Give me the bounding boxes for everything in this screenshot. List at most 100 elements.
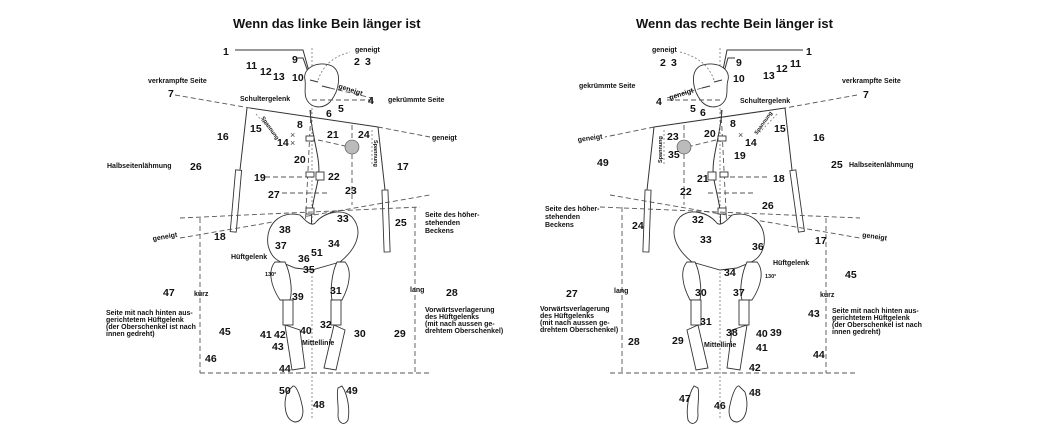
num-27: 27 xyxy=(566,288,578,300)
num-45: 45 xyxy=(845,269,857,281)
label-lang: lang xyxy=(614,288,628,295)
num-16: 16 xyxy=(813,132,825,144)
num-15: 15 xyxy=(250,123,262,135)
shoulder-dash-left xyxy=(174,94,251,109)
num-12: 12 xyxy=(776,63,788,75)
label-geneigt-head: geneigt xyxy=(652,47,678,54)
num-29: 29 xyxy=(672,335,684,347)
pointer-line-9 xyxy=(723,57,735,73)
numbers-left: 1 2 3 4 5 6 7 8 9 10 11 12 13 14 × × 15 … xyxy=(163,46,458,411)
num-15: 15 xyxy=(774,123,786,135)
label-back-3: (der Oberschenkel ist nach xyxy=(832,322,922,329)
num-26: 26 xyxy=(190,161,202,173)
label-geneigt-shoulder: geneigt xyxy=(577,133,603,143)
foot-left xyxy=(284,385,304,423)
x-marker: × xyxy=(290,138,295,148)
num-31: 31 xyxy=(700,316,712,328)
num-40: 40 xyxy=(300,325,312,337)
label-hoeher-2: stehenden xyxy=(425,220,460,227)
num-43: 43 xyxy=(272,341,284,353)
pelvis-tilt-line xyxy=(179,194,431,239)
num-39: 39 xyxy=(292,291,304,303)
num-43: 43 xyxy=(808,308,820,320)
label-fwd-2: des Hüftgelenks xyxy=(425,314,479,321)
pointer-line-9 xyxy=(296,57,309,73)
num-44: 44 xyxy=(279,363,291,375)
num-24: 24 xyxy=(358,129,370,141)
panel-title-left: Wenn das linke Bein länger ist xyxy=(233,16,421,31)
num-22: 22 xyxy=(680,186,692,198)
foot-right xyxy=(728,385,748,423)
label-back-4: innen gedreht) xyxy=(832,329,881,336)
label-fwd-1: Vorwärtsverlagerung xyxy=(425,307,495,314)
vertebra-1 xyxy=(717,135,727,142)
num-8: 8 xyxy=(730,118,736,130)
vertebra-2 xyxy=(305,171,315,178)
label-back-2: gerichtetem Hüftgelenk xyxy=(832,315,910,322)
num-32: 32 xyxy=(320,319,332,331)
eye-tilt-line xyxy=(666,87,703,99)
num-14: 14 xyxy=(277,137,289,149)
panel-right: Wenn das rechte Bein länger ist xyxy=(540,16,922,424)
num-47: 47 xyxy=(679,393,691,405)
label-gekruemmte-seite: gekrümmte Seite xyxy=(579,83,636,90)
label-geneigt-eye: geneigt xyxy=(337,83,363,98)
num-11: 11 xyxy=(246,60,257,72)
label-hueftgelenk: Hüftgelenk xyxy=(773,260,809,267)
label-halbseitenlaehmung: Halbseitenlähmung xyxy=(849,162,914,169)
num-23: 23 xyxy=(345,185,357,197)
knee-right xyxy=(738,299,750,326)
pelvis-level-line xyxy=(179,206,421,219)
weight-ball xyxy=(344,139,360,155)
pelvis xyxy=(673,211,765,271)
label-verkrampfte-seite: verkrampfte Seite xyxy=(148,78,207,85)
num-5: 5 xyxy=(690,103,696,115)
label-lang: lang xyxy=(410,287,424,294)
num-33: 33 xyxy=(337,213,349,225)
label-geneigt-head: geneigt xyxy=(355,47,381,54)
num-27: 27 xyxy=(268,189,280,201)
num-37: 37 xyxy=(275,240,287,252)
num-20: 20 xyxy=(294,154,306,166)
vertebra-3 xyxy=(707,171,717,181)
label-fwd-3: (mit nach aussen ge- xyxy=(540,320,610,327)
label-back-3: (der Oberschenkel ist nach xyxy=(106,324,196,331)
num-41: 41 xyxy=(756,342,768,354)
x-marker: × xyxy=(738,130,743,140)
label-fwd-2: des Hüftgelenks xyxy=(540,313,594,320)
pointer-line-1 xyxy=(721,49,803,76)
num-25: 25 xyxy=(831,159,843,171)
panel-left: Wenn das linke Bein länger ist xyxy=(106,16,503,424)
label-gekruemmte-seite: gekrümmte Seite xyxy=(388,97,445,104)
num-42: 42 xyxy=(749,362,761,374)
num-3: 3 xyxy=(671,57,677,69)
num-18: 18 xyxy=(214,231,226,243)
num-3: 3 xyxy=(365,56,371,68)
num-28: 28 xyxy=(628,336,640,348)
label-hoeher-1: Seite des höher- xyxy=(545,206,600,213)
label-angle: 130° xyxy=(265,272,276,278)
num-50: 50 xyxy=(279,385,291,397)
label-back-2: gerichtetem Hüftgelenk xyxy=(106,317,184,324)
num-36: 36 xyxy=(298,253,310,265)
num-4: 4 xyxy=(656,96,662,108)
num-51: 51 xyxy=(311,247,323,259)
forearm-right xyxy=(789,169,805,233)
label-verkrampfte-seite: verkrampfte Seite xyxy=(842,78,901,85)
num-36: 36 xyxy=(752,241,764,253)
num-21: 21 xyxy=(327,129,339,141)
label-halbseitenlaehmung: Halbseitenlähmung xyxy=(107,163,172,170)
num-4: 4 xyxy=(368,95,374,107)
label-kurz: kurz xyxy=(820,292,835,299)
shin-left xyxy=(686,324,709,371)
label-back-1: Seite mit nach hinten aus- xyxy=(832,308,919,315)
num-23: 23 xyxy=(667,131,679,143)
label-hoeher-2: stehenden xyxy=(545,214,580,221)
forearm-right xyxy=(381,189,391,253)
num-2: 2 xyxy=(660,57,666,69)
vertebra-4 xyxy=(717,207,727,215)
num-8: 8 xyxy=(297,119,303,131)
label-geneigt-pelvis: geneigt xyxy=(862,232,888,242)
arm-left-upper xyxy=(239,107,248,171)
label-angle: 130° xyxy=(765,274,776,280)
